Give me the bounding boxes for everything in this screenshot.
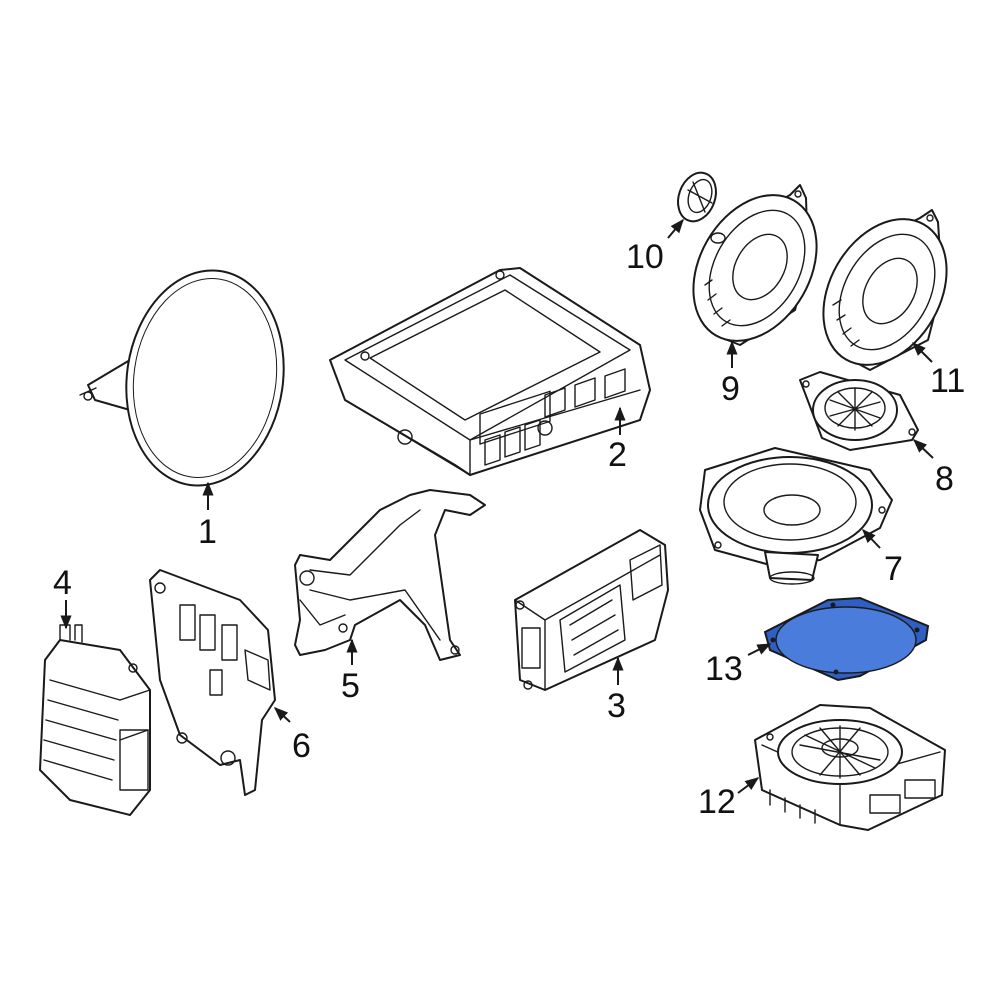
- callout-3: 3: [607, 687, 626, 725]
- callout-5: 5: [341, 667, 360, 705]
- callout-1: 1: [198, 513, 217, 551]
- part-12-subwoofer[interactable]: [754, 704, 946, 831]
- leader-8: [912, 439, 934, 459]
- leader-13: [747, 643, 772, 656]
- leader-12: [737, 777, 760, 794]
- callout-9: 9: [721, 370, 740, 408]
- leader-7: [862, 528, 881, 549]
- part-1-round-cover[interactable]: [79, 260, 297, 496]
- part-5-bracket[interactable]: [294, 489, 486, 661]
- callout-11: 11: [930, 362, 965, 400]
- part-10-tweeter[interactable]: [672, 167, 723, 226]
- callout-2: 2: [608, 436, 627, 474]
- part-8-midrange-speaker[interactable]: [799, 371, 919, 451]
- callout-13: 13: [705, 650, 743, 688]
- part-7-woofer[interactable]: [699, 447, 893, 585]
- callout-12: 12: [698, 783, 736, 821]
- callout-6: 6: [292, 727, 311, 765]
- leader-6: [273, 707, 291, 723]
- part-13-gasket[interactable]: [763, 596, 930, 682]
- part-4-amplifier-heatsink[interactable]: [39, 624, 151, 816]
- leader-lines: [60, 218, 934, 794]
- callout-numbers: 1 2 3 4 5 6 7 8 9 10 11 12 13: [53, 238, 965, 821]
- part-9-speaker[interactable]: [668, 173, 841, 363]
- callout-7: 7: [884, 550, 903, 588]
- callout-4: 4: [53, 564, 72, 602]
- part-3-amplifier-module[interactable]: [514, 529, 669, 691]
- callout-8: 8: [935, 460, 954, 498]
- part-6-mounting-plate[interactable]: [149, 569, 276, 796]
- callout-10: 10: [626, 238, 664, 276]
- part-2-head-unit[interactable]: [329, 267, 651, 476]
- leader-11: [912, 342, 933, 363]
- part-11-speaker[interactable]: [798, 197, 971, 387]
- leader-10: [667, 218, 684, 239]
